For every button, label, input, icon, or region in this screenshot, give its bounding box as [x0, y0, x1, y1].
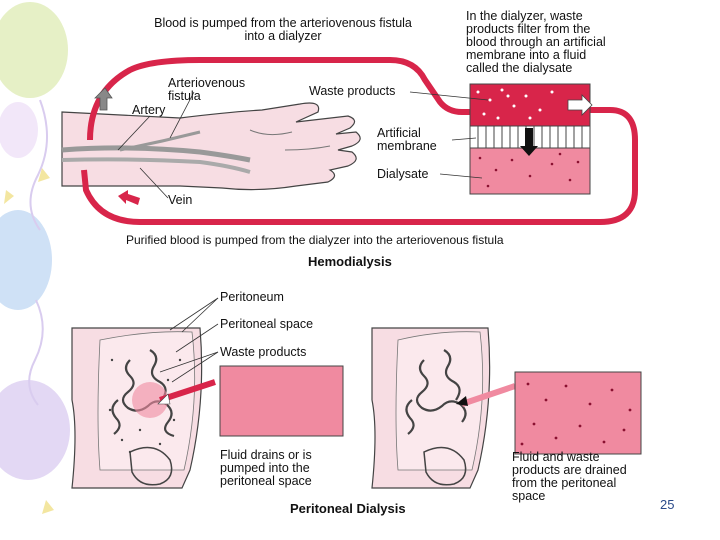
pd-caption-left: Fluid drains or is pumped into the perit…: [220, 449, 312, 488]
label-artery: Artery: [132, 103, 166, 117]
label-av-fistula-line1: Arteriovenous: [168, 76, 246, 90]
flow-arrow-up: [94, 87, 113, 111]
pd-caption-left-line3: peritoneal space: [220, 474, 312, 488]
label-av-fistula: Arteriovenous fistula: [168, 77, 245, 103]
hemo-caption-right-line2: products filter from the: [466, 22, 591, 36]
label-artificial-membrane-line2: membrane: [377, 139, 437, 153]
hemo-caption-right: In the dialyzer, waste products filter f…: [466, 10, 606, 75]
hemo-caption-right-line1: In the dialyzer, waste: [466, 9, 583, 23]
balloon-decoration: [0, 2, 70, 514]
hemo-caption-bottom: Purified blood is pumped from the dialyz…: [126, 233, 504, 247]
hemo-caption-right-line3: blood through an artificial: [466, 35, 606, 49]
blood-tube-out: [87, 57, 470, 141]
pd-caption-right-line3: from the peritoneal: [512, 476, 617, 490]
hemo-caption-top: Blood is pumped from the arteriovenous f…: [118, 17, 448, 43]
hemo-caption-top-line2: into a dialyzer: [244, 29, 322, 43]
page-number: 25: [660, 497, 675, 512]
label-vein: Vein: [168, 193, 193, 207]
dialysate-particles: [478, 152, 580, 188]
waste-particles: [476, 88, 554, 120]
outflow-arrow: [567, 94, 593, 116]
hemodialysis-diagram: [61, 57, 638, 225]
pd-caption-left-line2: pumped into the: [220, 461, 310, 475]
label-av-fistula-line2: fistula: [168, 89, 201, 103]
pd-caption-right-line1: Fluid and waste: [512, 450, 600, 464]
fluid-bag-right: [514, 371, 642, 455]
label-peritoneal-space: Peritoneal space: [220, 317, 314, 331]
catheter-left: [159, 379, 216, 403]
blood-tube-return: [81, 107, 638, 225]
hemo-caption-right-line5: called the dialysate: [466, 61, 573, 75]
label-waste-products-pd: Waste products: [220, 345, 307, 359]
hemo-caption-top-line1: Blood is pumped from the arteriovenous f…: [154, 16, 412, 30]
fluid-bag-left: [219, 365, 344, 437]
label-artificial-membrane-line1: Artificial: [377, 126, 421, 140]
peritoneal-fill-diagram: [71, 297, 344, 489]
dialyzer-dialysate-chamber: [469, 147, 591, 195]
filter-arrow: [520, 128, 538, 156]
flow-arrow-return: [118, 190, 140, 205]
label-peritoneum: Peritoneum: [220, 290, 284, 304]
catheter-right: [461, 383, 516, 407]
label-dialysate: Dialysate: [377, 167, 429, 181]
pd-caption-right-line2: products are drained: [512, 463, 627, 477]
arm: [61, 102, 361, 191]
pd-caption-left-line1: Fluid drains or is: [220, 448, 312, 462]
hemo-caption-right-line4: membrane into a fluid: [466, 48, 587, 62]
peritoneal-drain-diagram: [371, 327, 642, 489]
drain-arrow: [456, 396, 468, 406]
peritoneal-dialysis-title: Peritoneal Dialysis: [290, 501, 406, 516]
label-artificial-membrane: Artificial membrane: [377, 127, 437, 153]
label-waste-products-hemo: Waste products: [309, 84, 396, 98]
pd-caption-right: Fluid and waste products are drained fro…: [512, 451, 627, 503]
hemodialysis-title: Hemodialysis: [308, 254, 392, 269]
pd-caption-right-line4: space: [512, 489, 546, 503]
